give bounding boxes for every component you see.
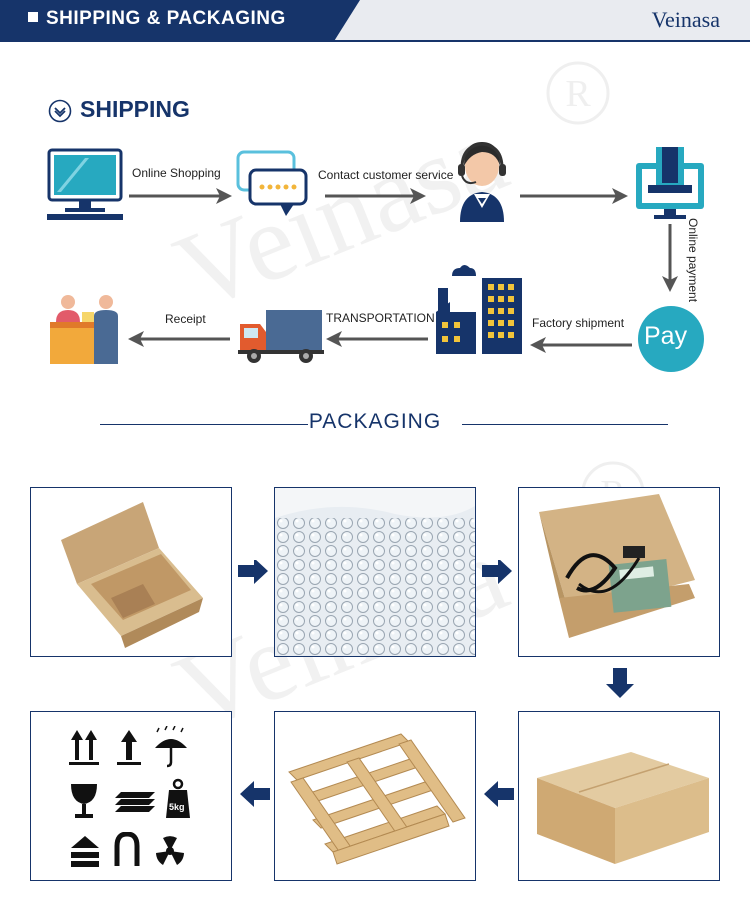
svg-text:R: R (565, 73, 591, 115)
stacked-sheets-icon (115, 792, 155, 812)
packaging-step-pallet (274, 711, 476, 881)
packaging-step-open-box (30, 487, 232, 657)
packaging-step-sealed-box (518, 711, 720, 881)
step-contact-customer-service: Contact customer service (318, 168, 454, 182)
radiation-icon (156, 836, 184, 865)
square-bullet-icon (28, 12, 38, 22)
fragile-glass-icon (71, 784, 97, 818)
page-title: SHIPPING & PACKAGING (28, 8, 286, 30)
computer-icon (47, 148, 123, 220)
pay-badge-icon (638, 306, 704, 372)
weight-label: 5kg (169, 802, 185, 812)
this-way-up-icon (69, 730, 99, 765)
online-payment-terminal-icon (636, 147, 704, 219)
brand-name: Veinasa (651, 7, 720, 32)
sealed-box-image (537, 752, 709, 864)
header-banner-accent (0, 0, 360, 40)
bubble-wrap-image (275, 488, 475, 656)
packaging-title: PACKAGING (308, 410, 442, 433)
weight-icon (166, 778, 190, 818)
page-title-text: SHIPPING & PACKAGING (46, 8, 286, 29)
single-arrow-up-icon (117, 730, 141, 765)
pay-label: Pay (644, 322, 688, 350)
packaging-step-product-in-box (518, 487, 720, 657)
step-online-shopping: Online Shopping (132, 166, 221, 180)
step-factory-shipment: Factory shipment (532, 316, 625, 330)
factory-buildings-icon (436, 265, 522, 354)
shipping-title: SHIPPING (80, 96, 190, 122)
packaging-flow-arrows (238, 560, 634, 807)
packaging-rule-right (462, 424, 668, 425)
step-transportation: TRANSPORTATION (326, 311, 435, 325)
chat-bubbles-icon (236, 150, 308, 216)
product-in-box-image (539, 494, 695, 638)
chevron-circle-icon (48, 99, 72, 123)
receipt-handover-icon (50, 295, 118, 364)
header-underline (0, 40, 750, 42)
flow-arrows (128, 188, 678, 353)
packaging-step-bubble-wrap (274, 487, 476, 657)
packaging-rule-left (100, 424, 308, 425)
keep-dry-umbrella-icon (155, 726, 187, 768)
stack-limit-icon (71, 836, 99, 867)
packaging-step-handling-symbols: 5kg (30, 711, 232, 881)
open-box-image (61, 502, 203, 648)
customer-service-agent-icon (458, 142, 506, 222)
registered-mark-icon: R (546, 61, 610, 125)
step-receipt: Receipt (165, 312, 206, 326)
delivery-truck-icon (238, 310, 324, 363)
wooden-pallet-image (288, 733, 466, 865)
magnet-icon (114, 832, 140, 866)
